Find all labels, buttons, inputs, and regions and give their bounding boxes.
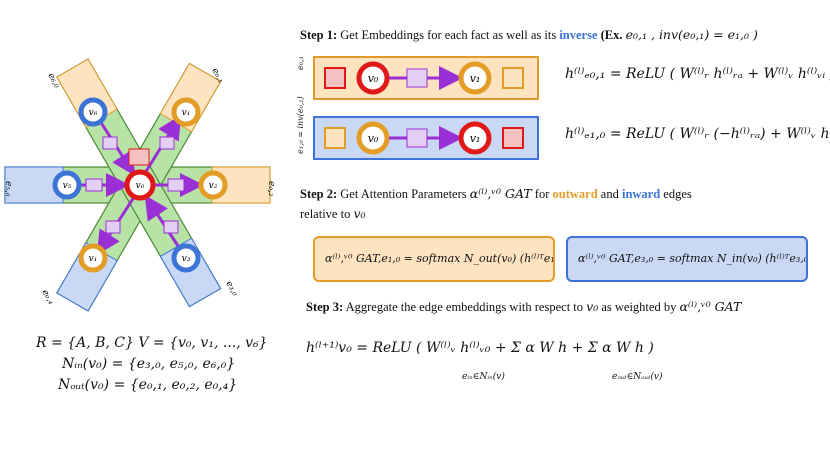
attention-inward-box: α⁽ˡ⁾,ᵛ⁰ GAT,e₃,₀ = softmax N_in(v₀) (h⁽ˡ… [566,236,808,282]
node-v5 [52,170,82,200]
fact2-box: v₀ v₁ [313,116,539,160]
step1-equation-2: h⁽ˡ⁾ₑ₁,₀ = ReLU ( W⁽ˡ⁾ᵣ (−h⁽ˡ⁾ᵣₐ) + W⁽ˡ⁾… [565,126,830,142]
relation-box [163,220,179,234]
step2-v0: v₀ [353,206,366,221]
step2-heading: Step 2: Get Attention Parameters α⁽ˡ⁾,ᵛ⁰… [300,186,692,202]
step2-text1: Get Attention Parameters [340,187,467,201]
step1-example: (Ex. [600,28,623,42]
attention-outward-box: α⁽ˡ⁾,ᵛ⁰ GAT,e₁,₀ = softmax N_out(v₀) (h⁽… [313,236,555,282]
step3-v0: v₀ [586,299,599,314]
step2-label: Step 2: [300,187,338,201]
step2-subheading: relative to v₀ [300,206,366,222]
fact2-diagram: v₀ v₁ [324,121,524,155]
fact1-diagram: v₀ v₁ [324,61,524,95]
step2-and: and [600,187,619,201]
svg-text:e₅,₀: e₅,₀ [3,181,13,197]
node-v2 [198,170,228,200]
step3-text: Aggregate the edge embeddings with respe… [345,300,584,314]
in-neighborhood-line: Nᵢₙ(v₀) = {e₃,₀, e₅,₀, e₆,₀} [62,356,236,372]
svg-text:e₆,₀: e₆,₀ [45,72,62,91]
step1-example-math: e₀,₁ , inv(e₀,₁) = e₁,₀ ) [625,27,758,42]
fact2-side-label: e₁,₀ = inv(e₀,₁) [296,96,305,154]
svg-text:e₀,₂: e₀,₂ [266,181,276,197]
svg-text:v₁: v₁ [89,254,98,264]
step2-text4: relative to [300,207,351,221]
relation-box [102,136,118,150]
step1-heading: Step 1: Get Embeddings for each fact as … [300,27,758,43]
step2-inward: inward [621,187,661,201]
step1-equation-1: h⁽ˡ⁾ₑ₀,₁ = ReLU ( W⁽ˡ⁾ᵣ h⁽ˡ⁾ᵣₐ + W⁽ˡ⁾ᵥ h… [565,66,830,82]
fact1-side-label: e₀,₁ [296,56,305,70]
svg-text:v₁: v₁ [470,132,481,145]
svg-text:e₃,₀: e₃,₀ [223,280,240,299]
step3-sum2-subscript: eₒᵤₜ∈Nₒᵤₜ(v) [612,372,663,382]
svg-text:e₀,₄: e₀,₄ [39,288,56,307]
graph-definition-line: R = {A, B, C} V = {v₀, v₁, ..., v₆} [36,335,268,351]
node-v4 [78,243,108,273]
step3-alpha: α⁽ˡ⁾,ᵛ⁰ GAT [679,299,742,314]
step2-alpha: α⁽ˡ⁾,ᵛ⁰ GAT [469,186,532,201]
relation-box [105,220,121,234]
step1-label: Step 1: [300,28,338,42]
svg-text:v₅: v₅ [63,181,72,191]
out-neighborhood-line: Nₒᵤₜ(v₀) = {e₀,₁, e₀,₂, e₀,₄} [58,377,238,393]
relation-box [159,136,175,150]
svg-text:v₁: v₁ [182,108,191,118]
svg-text:v₀: v₀ [368,132,379,145]
step3-sum1-subscript: eᵢₙ∈Nᵢₙ(v) [462,372,505,382]
step3-text2: as weighted by [601,300,677,314]
relation-box [85,178,103,192]
node-v0 [124,169,156,201]
svg-text:v₁: v₁ [470,72,481,85]
svg-text:v₆: v₆ [89,108,98,118]
step3-label: Step 3: [306,300,344,314]
step1-text: Get Embeddings for each fact as well as … [340,28,557,42]
svg-text:v₀: v₀ [368,72,379,85]
svg-text:v₃: v₃ [182,254,191,264]
svg-text:v₀: v₀ [136,181,145,191]
center-embedding-box [128,148,150,166]
node-v3 [171,243,201,273]
relation-box [167,178,185,192]
node-v6 [78,97,108,127]
node-v1 [171,97,201,127]
step2-text3: edges [663,187,692,201]
knowledge-graph-diagram: v₆ v₁ v₅ v₂ v₁ v₃ v₀ e₆,₀ e₀,₁ e₅,₀ e₀,₂… [3,58,276,312]
step1-inverse: inverse [559,28,598,42]
step2-text2: for [534,187,550,201]
svg-text:v₂: v₂ [209,181,218,191]
fact1-box: v₀ v₁ [313,56,539,100]
step3-equation: h⁽ˡ⁺¹⁾v₀ = ReLU ( W⁽ˡ⁾ᵥ h⁽ˡ⁾ᵥ₀ + Σ α W h… [306,340,654,356]
step2-outward: outward [552,187,598,201]
step3-heading: Step 3: Aggregate the edge embeddings wi… [306,299,741,315]
